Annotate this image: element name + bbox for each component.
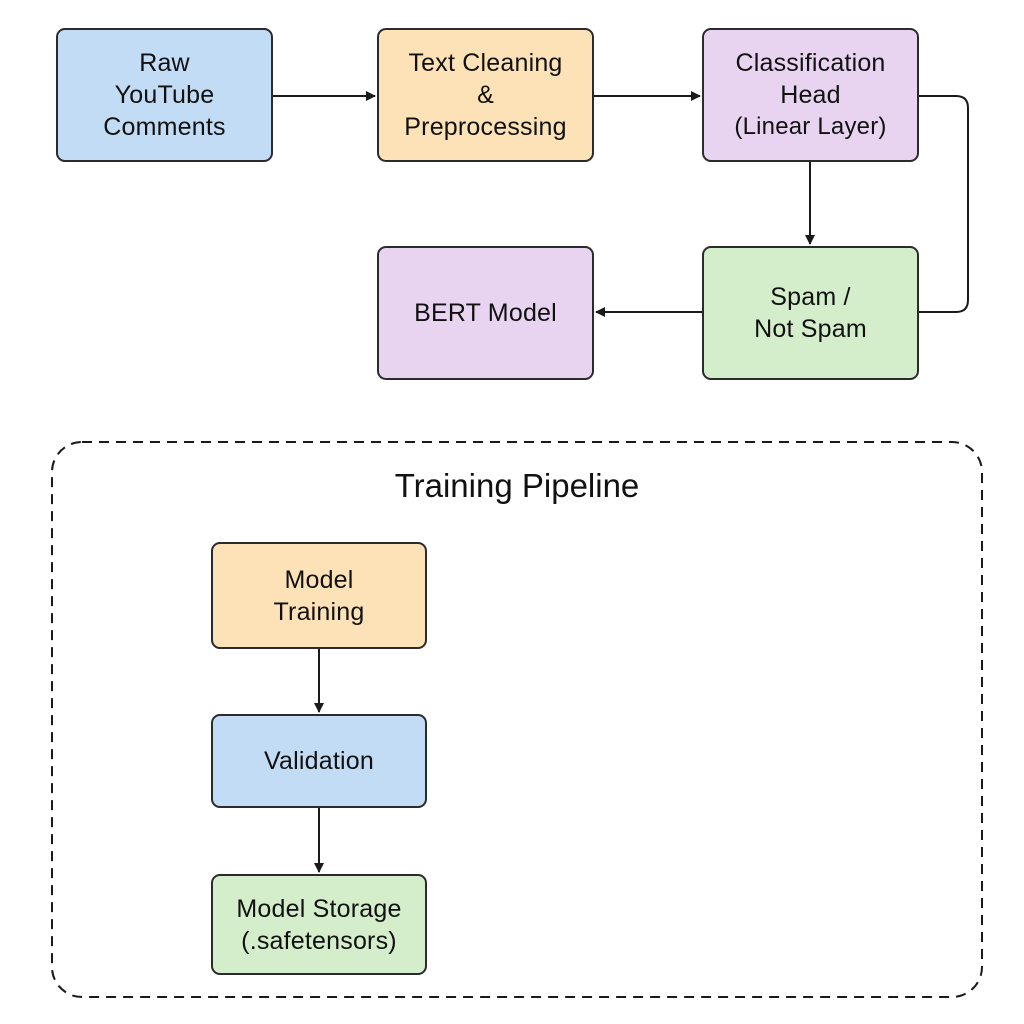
- node-label-line: Training: [273, 597, 365, 626]
- raw-youtube-comments-node: Raw YouTube Comments: [56, 28, 273, 162]
- node-label-line: Spam /: [770, 283, 851, 311]
- node-label-line: YouTube: [114, 81, 215, 109]
- node-label-line: Model Storage: [236, 894, 402, 923]
- spam-not-spam-node: Spam / Not Spam: [702, 246, 919, 380]
- node-label-line: Not Spam: [754, 315, 867, 343]
- training-pipeline-container: [51, 441, 983, 998]
- node-label-line: Text Cleaning: [408, 49, 563, 77]
- node-label-line: (.safetensors): [241, 926, 397, 955]
- edge-head-loop-to-spam: [919, 95, 969, 313]
- node-label-line: BERT Model: [414, 299, 557, 327]
- node-label-line: Preprocessing: [404, 113, 567, 141]
- node-label-line: Head: [780, 81, 841, 109]
- node-label-line: (Linear Layer): [734, 113, 887, 140]
- model-storage-node: Model Storage (.safetensors): [211, 874, 427, 975]
- node-label-line: Classification: [735, 49, 886, 77]
- text-cleaning-preprocessing-node: Text Cleaning & Preprocessing: [377, 28, 594, 162]
- node-label-line: Validation: [264, 747, 374, 775]
- node-label-line: Comments: [103, 113, 226, 141]
- bert-model-node: BERT Model: [377, 246, 594, 380]
- node-label-line: Raw: [139, 49, 190, 77]
- training-pipeline-title: Training Pipeline: [394, 467, 640, 504]
- node-label-line: Model: [284, 565, 354, 594]
- classification-head-node: Classification Head (Linear Layer): [702, 28, 919, 162]
- node-label-line: &: [477, 81, 494, 109]
- validation-node: Validation: [211, 714, 427, 808]
- model-training-node: Model Training: [211, 542, 427, 649]
